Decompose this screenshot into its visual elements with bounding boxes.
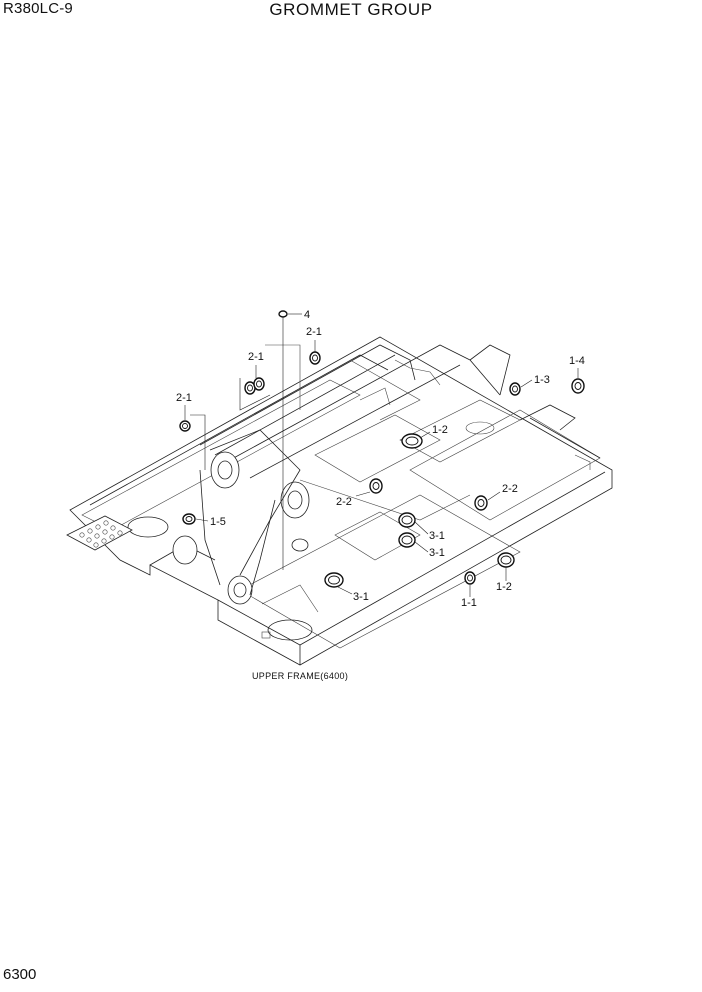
grommet-2-1-b xyxy=(244,377,265,395)
grommet-2-2-a xyxy=(369,478,383,494)
callout-1-3: 1-3 xyxy=(534,374,550,386)
callout-2-1-b: 2-1 xyxy=(248,351,264,363)
grommet-1-2-b xyxy=(497,552,515,568)
callout-1-1: 1-1 xyxy=(461,597,477,609)
grommet-1-3 xyxy=(509,382,521,396)
callout-1-4: 1-4 xyxy=(569,355,585,367)
callout-labels: 4 2-1 2-1 2-1 1-4 1-3 1-2 2-2 2-2 1-5 3-… xyxy=(176,309,585,609)
upper-frame-drawing xyxy=(66,336,613,666)
step-plate-holes xyxy=(79,520,123,548)
diagram-caption: UPPER FRAME(6400) xyxy=(252,671,349,681)
grommet-3-1-c xyxy=(324,572,344,588)
grommet-1-4 xyxy=(571,378,585,394)
model-number: R380LC-9 xyxy=(3,0,73,17)
callout-3-1-a: 3-1 xyxy=(429,530,445,542)
callout-2-1-a: 2-1 xyxy=(306,326,322,338)
grommet-2-1-a xyxy=(309,351,321,365)
grommet-4-icon xyxy=(278,310,288,318)
grommet-1-5 xyxy=(182,513,196,525)
callout-1-2-a: 1-2 xyxy=(432,424,448,436)
callout-1-5: 1-5 xyxy=(210,516,226,528)
callout-4: 4 xyxy=(304,309,310,321)
callout-2-2-a: 2-2 xyxy=(336,496,352,508)
page-number: 6300 xyxy=(3,966,37,983)
grommet-2-2-b xyxy=(474,495,488,511)
leader-lines xyxy=(184,313,579,597)
grommet-1-1 xyxy=(464,571,476,585)
grommet-2-1-c xyxy=(179,420,191,432)
callout-2-1-c: 2-1 xyxy=(176,392,192,404)
page-title: GROMMET GROUP xyxy=(269,0,433,19)
callout-2-2-b: 2-2 xyxy=(502,483,518,495)
callout-1-2-b: 1-2 xyxy=(496,581,512,593)
grommet-1-2-a xyxy=(401,433,423,449)
callout-3-1-c: 3-1 xyxy=(353,591,369,603)
grommets xyxy=(179,310,585,588)
grommet-3-1-a xyxy=(398,512,416,548)
callout-3-1-b: 3-1 xyxy=(429,547,445,559)
